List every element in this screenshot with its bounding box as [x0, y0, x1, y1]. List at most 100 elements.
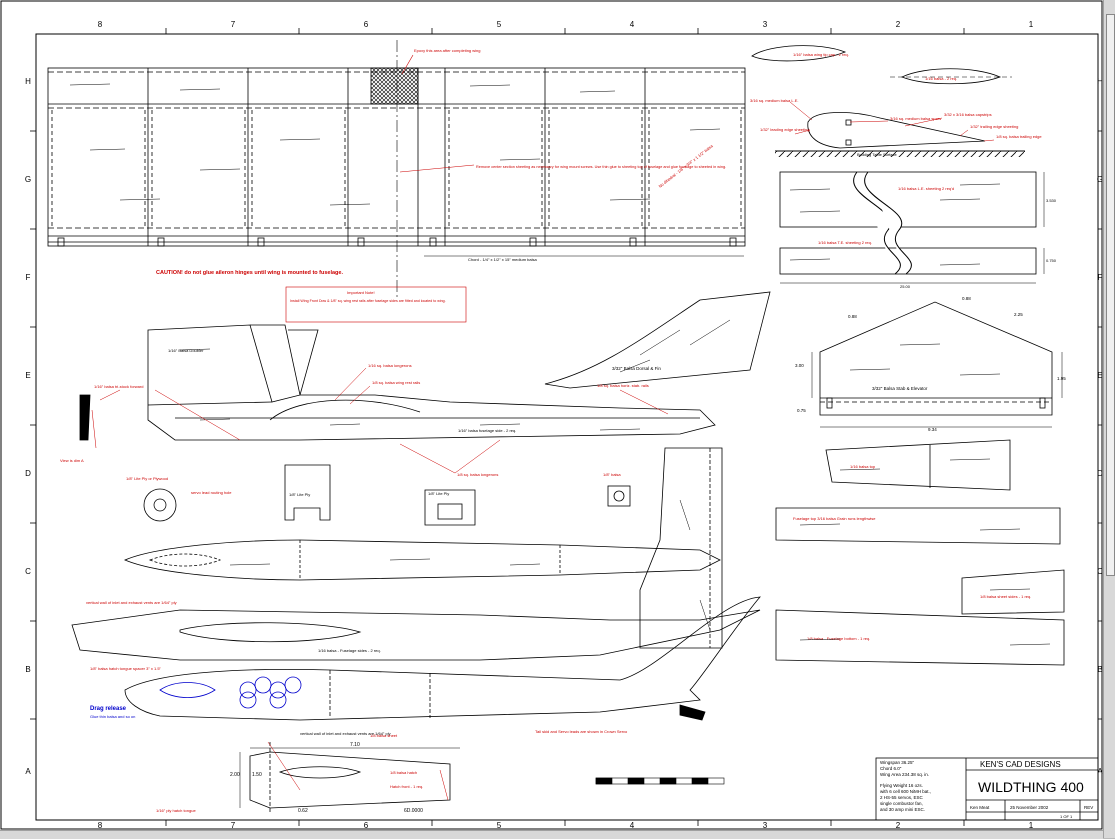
zone-right-d: D [1097, 469, 1103, 478]
hatch-dim-w: 7.10 [350, 742, 360, 748]
zone-top-1: 1 [1029, 20, 1034, 29]
outer-frame [0, 0, 1103, 830]
hatch-labels: 7.10 2.00 1.50 0.62 6D.0000 1/8 balsa ha… [230, 742, 423, 814]
te-sheet-dim: 0.750 [1046, 258, 1057, 263]
stab-dim-w: 9.34 [928, 427, 937, 432]
te-sheet-label: 1/16 balsa T.E. sheeting 2 req. [818, 240, 872, 245]
note-table: Building Table Surface [857, 152, 898, 157]
plan-notes: vertical wall of inlet and exhaust vents… [86, 464, 1031, 813]
sheet-width-dim: 25.00 [900, 284, 911, 289]
zone-bottom-7: 7 [231, 821, 236, 830]
scrollbar-thumb[interactable] [1106, 14, 1115, 576]
note-tri-stock: 1/16" balsa tri-stock forward [94, 384, 143, 389]
rev-label: REV [1084, 805, 1093, 810]
spec-line-8: single combustor fan, [880, 801, 923, 806]
epoxy-area [370, 67, 419, 105]
airfoil-leaders [789, 101, 995, 142]
plan-drawing: 8 7 6 5 4 3 2 1 8 7 6 5 4 3 2 1 H G F E … [0, 0, 1103, 830]
zone-right-c: C [1097, 567, 1103, 576]
note-center: Remove center section sheeting as necess… [476, 165, 726, 169]
zone-left-f: F [26, 273, 31, 282]
note-tip-cap: 1/16" balsa wing tip cap - 2 req. [793, 52, 849, 57]
hatch-dim-h1: 2.00 [230, 772, 240, 778]
wing-leaders [399, 54, 475, 173]
stab-dim-s: 0.75 [797, 408, 806, 413]
drawing-date: 25 November 2002 [1010, 805, 1049, 810]
zone-left-c: C [25, 567, 31, 576]
fuse-side-label: 1/16" balsa fuselage side - 2 req. [458, 428, 516, 433]
note-tail: Tail skid and Servo leads are shown in C… [535, 729, 628, 734]
sheeting-blocks [779, 171, 1045, 284]
important-body: Install Wing Front Dow & 1/8" sq. wing r… [290, 299, 446, 303]
le-sheet-dim: 3.530 [1046, 198, 1057, 203]
stab-dim-tr: 2.25 [1014, 312, 1023, 317]
right-sheet-pieces [775, 439, 1065, 666]
fuselage-notes: Important Note! Install Wing Front Dow &… [60, 286, 649, 497]
fuselage-side [79, 324, 716, 526]
note-le-sheet: 1/32" leading edge sheeting [760, 127, 809, 132]
zone-right-f: F [1098, 273, 1103, 282]
hatch-label1: 1/8 balsa hatch [390, 770, 417, 775]
note-stab-rails: 1/8 sq. balsa horiz. stab. rails [597, 383, 649, 388]
sheet-number: 1 OF 1 [1060, 814, 1073, 819]
note-top-sheet: 1/16 balsa top [850, 464, 876, 469]
hatch-dim-h2: 1.50 [252, 772, 262, 778]
spec-line-3: Wing Area 234.38 sq. in. [880, 772, 929, 777]
zone-top-4: 4 [630, 20, 635, 29]
hatch-piece [239, 741, 460, 812]
fin-label: 3/32" Balsa Dorsal & Fin [612, 366, 661, 371]
zone-right-a: A [1097, 767, 1103, 776]
hatch-label2: Hatch front - 1 req. [390, 784, 423, 789]
note-ply: 1/8" Lite Ply or Plywood [126, 476, 168, 481]
zone-left-b: B [25, 665, 30, 674]
drawn-by: Ken Meat [970, 805, 990, 810]
note-spars: 3/16 sq. medium balsa spars [890, 116, 941, 121]
note-vent2: vertical wall of inlet and exhaust vents… [300, 731, 391, 736]
stab-elevator [811, 301, 1063, 428]
note-servo-hole: servo lead routing hole [191, 490, 232, 495]
zone-bottom-4: 4 [630, 821, 635, 830]
note-chord: Chord - 1/4" x 1/2" x 15" medium balsa [468, 257, 538, 262]
drawing-title: WILDTHING 400 [978, 779, 1084, 795]
zone-right-e: E [1097, 371, 1102, 380]
spec-line-9: and 30 amp mini ESC. [880, 807, 925, 812]
note-hatch-tongue: 1/8" balsa hatch tongue spacer 3" x 1.5" [90, 666, 162, 671]
zone-top-6: 6 [364, 20, 369, 29]
important-title: Important Note! [347, 290, 375, 295]
cad-drawing-sheet: 8 7 6 5 4 3 2 1 8 7 6 5 4 3 2 1 H G F E … [0, 0, 1103, 830]
note-vent1: vertical wall of inlet and exhaust vents… [86, 600, 177, 605]
spec-line-1: Wingspan 36.25" [880, 760, 915, 765]
note-le: 3/16 sq. medium balsa L.E. [750, 98, 798, 103]
zone-left-a: A [25, 767, 31, 776]
dorsal-fin [544, 291, 771, 389]
stab-labels: 3/32" Balsa Stab & Elevator 0.88 0.88 2.… [795, 296, 1066, 432]
blue-body: Glue thin balsa and so on [90, 714, 135, 719]
zone-bottom-2: 2 [896, 821, 901, 830]
fuselage-leaders [91, 367, 669, 474]
doubler-label: 1/16" Balsa Doubler [168, 348, 204, 353]
zone-left-g: G [25, 175, 31, 184]
le-sheet-block [779, 171, 1037, 228]
stab-dim-tm: 0.88 [962, 296, 971, 301]
label-ply2: 1/8" Lite Ply [289, 492, 310, 497]
spec-list: Wingspan 36.25" Chord 6.0" Wing Area 234… [880, 760, 931, 812]
horizontal-scrollbar[interactable] [0, 830, 1103, 839]
hatch-dim-s: 0.62 [298, 808, 308, 814]
stab-label: 3/32" Balsa Stab & Elevator [872, 386, 928, 391]
fuselage-sheet [71, 596, 761, 721]
note-epoxy: Epoxy this area after completing wing [414, 48, 480, 53]
te-sheet-block [779, 247, 1037, 275]
note-capstrips: 3/32 x 3/16 balsa capstrips [944, 112, 992, 117]
wing-plan [47, 40, 746, 300]
airfoil-section [751, 45, 1025, 157]
vertical-scrollbar[interactable] [1103, 0, 1115, 838]
zone-bottom-8: 8 [98, 821, 103, 830]
zone-left-e: E [25, 371, 30, 380]
spec-line-7: 2 HS-55 servos, ESC [880, 795, 924, 800]
note-side-sheet: 1/8 balsa sheet [370, 733, 398, 738]
label-mount: 1/8" balsa [603, 472, 621, 477]
spec-line-6: with 6 cell 600 NiMH bat., [880, 789, 931, 794]
note-longerons1: 1/16 sq. balsa longerons [368, 363, 412, 368]
zone-top-8: 8 [98, 20, 103, 29]
zone-left-h: H [25, 77, 31, 86]
